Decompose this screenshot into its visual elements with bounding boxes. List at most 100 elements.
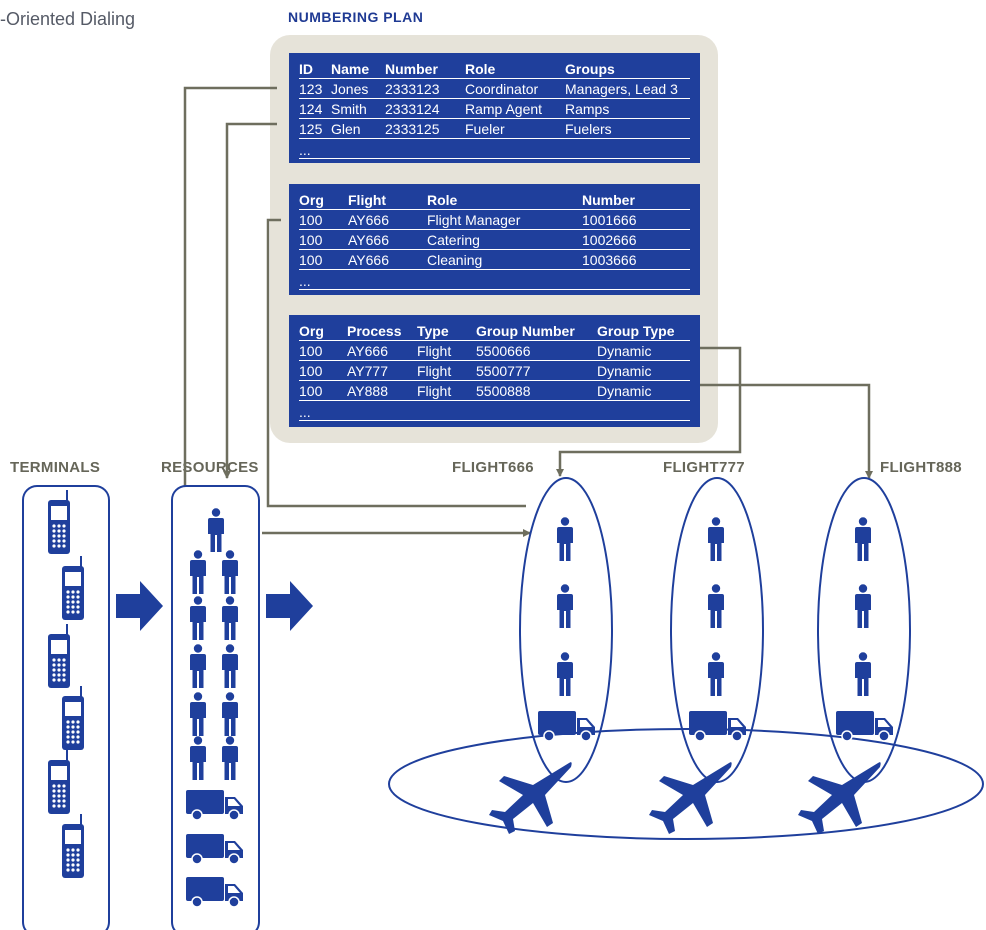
table-row: 100 AY666 Flight 5500666 Dynamic <box>299 343 690 361</box>
table-row: 100 AY666 Catering 1002666 <box>299 232 690 250</box>
cell-flight: AY666 <box>348 212 389 228</box>
truck-icon <box>835 710 894 742</box>
diagram-title: -Oriented Dialing <box>0 9 136 29</box>
mobile-phone-icon <box>62 814 84 878</box>
column-header-number: Number <box>582 192 635 208</box>
person-icon <box>222 550 238 594</box>
table-row-more: ... <box>299 141 690 159</box>
cell-id: 123 <box>299 81 323 97</box>
airport-area <box>388 728 984 840</box>
cell-org: 100 <box>299 383 323 399</box>
column-header-role: Role <box>427 192 458 208</box>
table-header: Org Flight Role Number <box>299 192 690 210</box>
truck-icon <box>537 710 596 742</box>
airplane-icon <box>489 762 572 834</box>
person-icon <box>222 596 238 640</box>
cell-process: AY666 <box>347 343 388 359</box>
cell-role: Cleaning <box>427 252 483 268</box>
person-icon <box>557 652 573 696</box>
cell-number: 1001666 <box>582 212 637 228</box>
more-rows-ellipsis: ... <box>299 142 311 158</box>
cell-group-number: 5500888 <box>476 383 531 399</box>
cell-org: 100 <box>299 212 323 228</box>
person-icon <box>855 652 871 696</box>
connector-glen-to-resources <box>223 122 277 479</box>
connector-flight-roles <box>266 218 526 508</box>
cell-number: 2333124 <box>385 101 440 117</box>
column-header-name: Name <box>331 61 370 77</box>
flight-roles-table: Org Flight Role Number 100 AY666 Flight … <box>289 184 700 295</box>
cell-name: Smith <box>331 101 367 117</box>
connector-group-to-flight888 <box>700 383 873 479</box>
cell-group-type: Dynamic <box>597 343 652 359</box>
flight666-group <box>519 477 613 783</box>
column-header-group-type: Group Type <box>597 323 675 339</box>
cell-groups: Managers, Lead 3 <box>565 81 678 97</box>
table-header: Org Process Type Group Number Group Type <box>299 323 690 341</box>
cell-type: Flight <box>417 363 452 379</box>
mobile-phone-icon <box>62 686 84 750</box>
mobile-phone-icon <box>62 556 84 620</box>
column-header-role: Role <box>465 61 496 77</box>
flight777-label: FLIGHT777 <box>663 459 745 476</box>
cell-org: 100 <box>299 343 323 359</box>
table-row: 100 AY666 Flight Manager 1001666 <box>299 212 690 230</box>
cell-number: 1003666 <box>582 252 637 268</box>
truck-icon <box>185 876 244 908</box>
table-row: 100 AY666 Cleaning 1003666 <box>299 252 690 270</box>
cell-groups: Ramps <box>565 101 610 117</box>
cell-org: 100 <box>299 232 323 248</box>
connector-lines <box>183 86 873 537</box>
cell-role: Ramp Agent <box>465 101 543 117</box>
column-header-org: Org <box>299 192 324 208</box>
cell-org: 100 <box>299 363 323 379</box>
person-icon <box>557 584 573 628</box>
cell-groups: Fuelers <box>565 121 612 137</box>
column-header-org: Org <box>299 323 324 339</box>
truck-icon <box>185 789 244 821</box>
airplane-icon <box>798 762 881 834</box>
more-rows-ellipsis: ... <box>299 404 311 420</box>
cell-process: AY777 <box>347 363 388 379</box>
person-icon <box>222 644 238 688</box>
connector-group-to-flight666 <box>556 346 742 477</box>
more-rows-ellipsis: ... <box>299 273 311 289</box>
person-icon <box>708 584 724 628</box>
table-header: ID Name Number Role Groups <box>299 61 690 79</box>
cell-group-number: 5500777 <box>476 363 531 379</box>
column-header-number: Number <box>385 61 438 77</box>
mobile-phone-icon <box>48 624 70 688</box>
cell-id: 125 <box>299 121 323 137</box>
cell-group-type: Dynamic <box>597 383 652 399</box>
table-row: 124 Smith 2333124 Ramp Agent Ramps <box>299 101 690 119</box>
resources-box <box>171 485 260 930</box>
cell-flight: AY666 <box>348 252 389 268</box>
person-icon <box>190 596 206 640</box>
connector-jones-to-resources <box>183 86 277 486</box>
person-icon <box>190 644 206 688</box>
flight666-label: FLIGHT666 <box>452 459 534 476</box>
cell-role: Catering <box>427 232 480 248</box>
cell-role: Coordinator <box>465 81 539 97</box>
mobile-phone-icon <box>48 490 70 554</box>
table-row-more: ... <box>299 403 690 421</box>
numbering-plan-title: NUMBERING PLAN <box>288 9 424 25</box>
cell-number: 2333125 <box>385 121 440 137</box>
cell-name: Jones <box>331 81 369 97</box>
table-row-more: ... <box>299 272 690 290</box>
person-icon <box>222 736 238 780</box>
arrow-right-icon <box>266 581 313 631</box>
cell-type: Flight <box>417 343 452 359</box>
cell-number: 1002666 <box>582 232 637 248</box>
cell-number: 2333123 <box>385 81 440 97</box>
column-header-process: Process <box>347 323 402 339</box>
column-header-groups: Groups <box>565 61 615 77</box>
person-icon <box>708 652 724 696</box>
airplane-icon <box>649 762 732 834</box>
cell-group-number: 5500666 <box>476 343 531 359</box>
people-table: ID Name Number Role Groups 123 Jones 233… <box>289 53 700 163</box>
flight888-label: FLIGHT888 <box>880 459 962 476</box>
column-header-type: Type <box>417 323 449 339</box>
column-header-flight: Flight <box>348 192 387 208</box>
